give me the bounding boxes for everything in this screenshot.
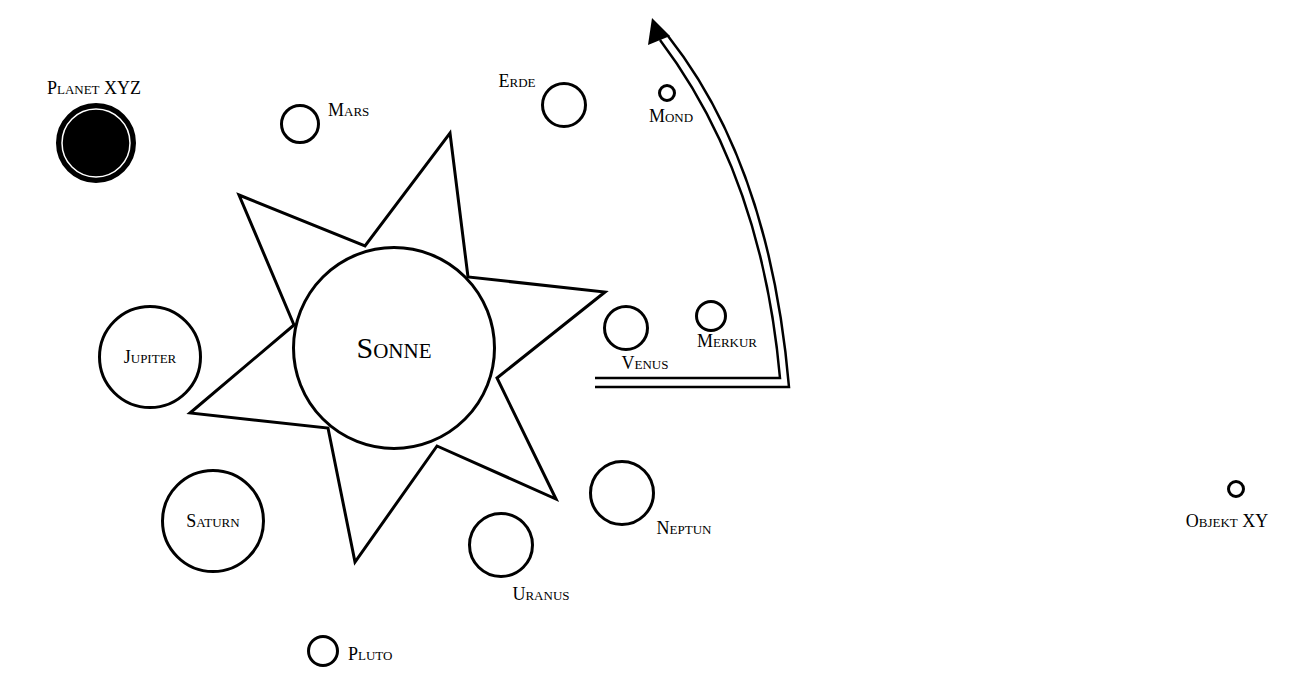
circle-outline	[603, 305, 649, 351]
planet-disc	[1229, 482, 1244, 497]
planet-circle: Venus	[603, 305, 649, 351]
planet-label: Erde	[499, 72, 536, 90]
planet-circle: Pluto	[307, 635, 339, 667]
planet-disc	[605, 307, 648, 350]
circle-outline	[589, 460, 655, 526]
dark-planet	[58, 105, 135, 182]
planet-disc	[309, 637, 338, 666]
planet-circle: Saturn	[161, 469, 265, 573]
body-name: Sonne	[356, 333, 431, 363]
planet-disc	[294, 248, 495, 449]
planet-circle: Mond	[658, 84, 676, 102]
circle-outline	[541, 82, 587, 128]
arrow-head	[648, 18, 670, 45]
planet-label: Neptun	[657, 519, 712, 537]
planet-label: Venus	[622, 354, 669, 372]
circle-outline	[280, 104, 320, 144]
circle-outline	[468, 512, 534, 578]
planet-label: Planet XYZ	[47, 79, 141, 97]
planet-label: Objekt XY	[1186, 512, 1269, 530]
planet-label: Mars	[328, 101, 369, 119]
planet-disc	[282, 106, 319, 143]
planet-disc	[543, 84, 586, 127]
planet-disc	[697, 302, 726, 331]
planet-disc	[163, 471, 264, 572]
planet-circle: Neptun	[589, 460, 655, 526]
circle-outline	[1227, 480, 1245, 498]
circle-outline	[56, 103, 136, 183]
planet-label: Pluto	[348, 645, 392, 663]
planet-circle: Planet XYZ	[56, 103, 136, 183]
planet-circle: Erde	[541, 82, 587, 128]
planet-disc	[660, 86, 675, 101]
body-name: Saturn	[186, 512, 239, 530]
planet-circle: Jupiter	[98, 305, 202, 409]
planet-circle: Objekt XY	[1227, 480, 1245, 498]
planet-label: Merkur	[697, 332, 757, 350]
sun-circle: Sonne	[292, 246, 496, 450]
circle-outline	[695, 300, 727, 332]
planet-disc	[470, 514, 533, 577]
circle-outline	[307, 635, 339, 667]
planet-circle: Mars	[280, 104, 320, 144]
planet-circle: Merkur	[695, 300, 727, 332]
planet-ring	[62, 109, 130, 177]
body-name: Jupiter	[124, 348, 177, 366]
planet-disc	[591, 462, 654, 525]
orbit-arrow	[595, 36, 789, 387]
circle-outline	[658, 84, 676, 102]
planet-circle: Uranus	[468, 512, 534, 578]
planet-label: Uranus	[512, 585, 569, 603]
planet-disc	[100, 307, 201, 408]
planet-label: Mond	[649, 107, 693, 125]
